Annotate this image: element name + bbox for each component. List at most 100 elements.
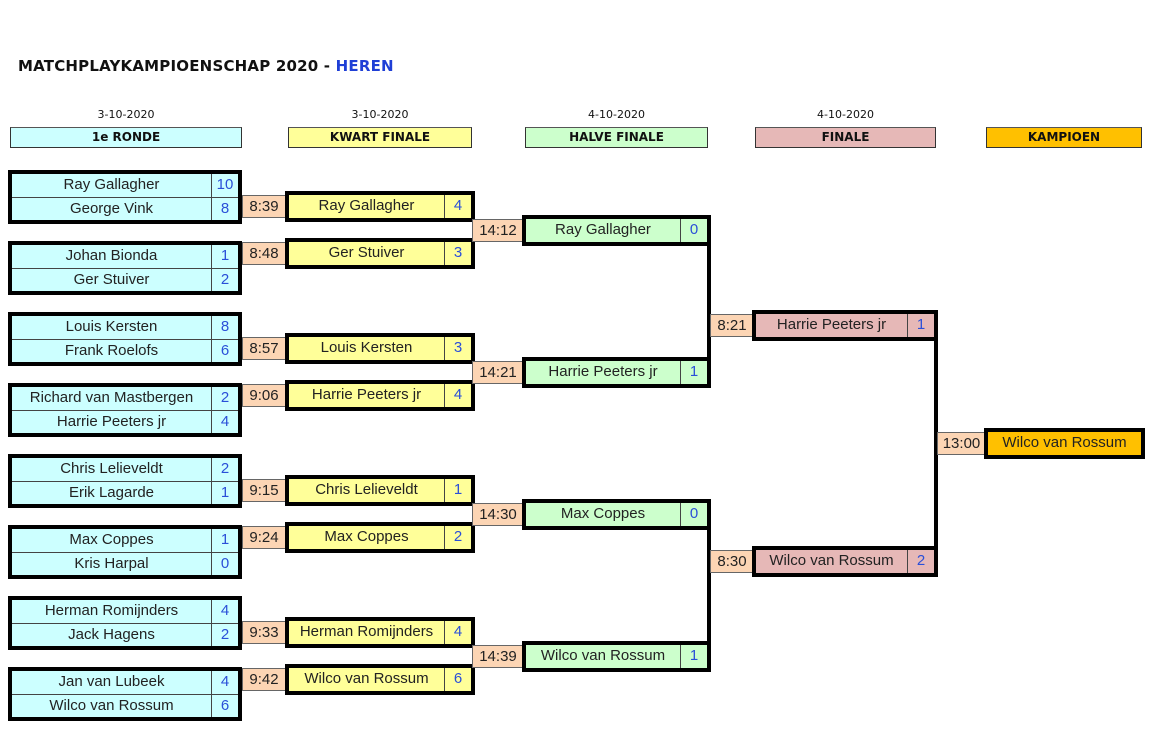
header-halve-finale: HALVE FINALE	[525, 127, 708, 148]
player-score: 4	[444, 195, 471, 218]
semi-final-entry: Harrie Peeters jr 1	[522, 357, 711, 388]
player-name: Ray Gallagher	[555, 221, 651, 238]
player-score: 4	[211, 600, 238, 623]
quarter-final-entry: Ray Gallagher 4	[285, 191, 475, 222]
player-name: Harrie Peeters jr	[548, 363, 658, 380]
player-name: Ger Stuiver	[328, 244, 405, 261]
title-category: HEREN	[335, 57, 394, 75]
player-score: 1	[444, 479, 471, 502]
player-score: 1	[680, 645, 707, 668]
player-score: 4	[444, 621, 471, 644]
round-3-date: 4-10-2020	[588, 108, 645, 121]
round-1-date: 3-10-2020	[97, 108, 155, 121]
player-score: 2	[444, 526, 471, 549]
match-time: 8:57	[242, 337, 286, 360]
player-score: 8	[211, 198, 238, 220]
player-score: 2	[211, 458, 238, 481]
player-name: Chris Lelieveldt	[60, 460, 163, 477]
match-time: 9:24	[242, 526, 286, 549]
player-score: 4	[211, 411, 238, 433]
player-name: Ray Gallagher	[318, 197, 415, 214]
semi-final-player[interactable]: Wilco van Rossum 1	[526, 645, 707, 668]
first-round-player[interactable]: Chris Lelieveldt 2	[12, 458, 238, 481]
match-time: 9:33	[242, 621, 286, 644]
player-score: 6	[211, 340, 238, 362]
player-name: Wilco van Rossum	[540, 647, 666, 664]
player-name: Wilco van Rossum	[1002, 434, 1127, 451]
player-score: 1	[680, 361, 707, 384]
player-score: 2	[211, 269, 238, 291]
player-name: Erik Lagarde	[68, 484, 155, 501]
first-round-player[interactable]: Ray Gallagher 10	[12, 174, 238, 197]
match-time: 9:42	[242, 668, 286, 691]
header-kampioen: KAMPIOEN	[986, 127, 1142, 148]
player-name: Frank Roelofs	[64, 342, 159, 359]
header-1e-ronde: 1e RONDE	[10, 127, 242, 148]
quarter-final-player[interactable]: Max Coppes 2	[289, 526, 471, 549]
player-name: Johan Bionda	[65, 247, 158, 264]
header-kwart-finale: KWART FINALE	[288, 127, 472, 148]
first-round-player[interactable]: Herman Romijnders 4	[12, 600, 238, 623]
semi-final-entry: Wilco van Rossum 1	[522, 641, 711, 672]
quarter-final-player[interactable]: Herman Romijnders 4	[289, 621, 471, 644]
player-name: Max Coppes	[324, 528, 409, 545]
player-name: Herman Romijnders	[44, 602, 179, 619]
quarter-final-player[interactable]: Ger Stuiver 3	[289, 242, 471, 265]
quarter-final-player[interactable]: Ray Gallagher 4	[289, 195, 471, 218]
player-score: 6	[211, 695, 238, 717]
match-time: 14:39	[472, 645, 524, 668]
champion-player[interactable]: Wilco van Rossum	[988, 432, 1141, 455]
player-name: Harrie Peeters jr	[311, 386, 422, 403]
player-score: 0	[680, 503, 707, 526]
player-name: Max Coppes	[69, 531, 154, 548]
bracket-connector	[934, 310, 938, 576]
player-name: Wilco van Rossum	[304, 670, 429, 687]
player-name: Herman Romijnders	[299, 623, 434, 640]
player-score: 4	[444, 384, 471, 407]
page-title: MATCHPLAYKAMPIOENSCHAP 2020 - HEREN	[18, 57, 394, 75]
quarter-final-entry: Ger Stuiver 3	[285, 238, 475, 269]
player-name: Richard van Mastbergen	[29, 389, 194, 406]
player-name: Louis Kersten	[320, 339, 413, 356]
match-time: 13:00	[937, 432, 986, 455]
player-score: 1	[211, 529, 238, 552]
match-time: 14:12	[472, 219, 524, 242]
quarter-final-player[interactable]: Harrie Peeters jr 4	[289, 384, 471, 407]
match-time: 8:48	[242, 242, 286, 265]
player-score: 1	[907, 314, 934, 337]
match-time: 8:30	[710, 550, 754, 573]
player-name: Ray Gallagher	[63, 176, 160, 193]
first-round-player[interactable]: Max Coppes 1	[12, 529, 238, 552]
match-time: 9:15	[242, 479, 286, 502]
player-score: 10	[211, 174, 238, 197]
player-score: 3	[444, 242, 471, 265]
semi-final-player[interactable]: Harrie Peeters jr 1	[526, 361, 707, 384]
first-round-player[interactable]: Frank Roelofs 6	[12, 339, 238, 362]
